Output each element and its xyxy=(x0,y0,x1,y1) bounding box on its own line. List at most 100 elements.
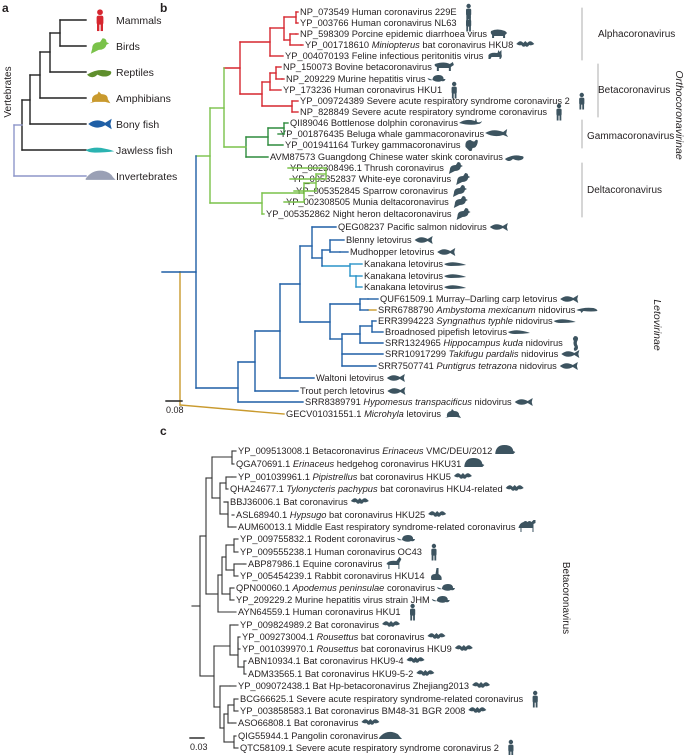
tip-icon-fish xyxy=(489,223,508,231)
tip-icon-bird xyxy=(456,208,471,220)
tip-icon-eel xyxy=(444,285,467,289)
tip-icon-whale xyxy=(485,129,509,137)
tip-label-b: Mudhopper letovirus xyxy=(350,247,435,257)
taxon-icon-0 xyxy=(96,9,104,32)
tip-icon-bat xyxy=(428,511,447,517)
taxon-label-5: Jawless fish xyxy=(116,145,173,157)
tip-icon-turkey xyxy=(465,139,478,151)
taxon-label-0: Mammals xyxy=(116,15,162,27)
tip-icon-fish xyxy=(559,362,578,370)
tip-label-b: YP_173236 Human coronavirus HKU1 xyxy=(283,85,442,95)
tip-icon-camel xyxy=(518,520,536,532)
tip-label-b: Waltoni letovirus xyxy=(316,373,384,383)
tip-icon-fish xyxy=(560,295,579,303)
tip-label-c: YP_001039961.1 Pipistrellus bat coronavi… xyxy=(238,472,451,482)
tip-label-b: QEG08237 Pacific salmon nidovirus xyxy=(338,222,487,232)
tip-label-c: QIG55944.1 Pangolin coronavirus xyxy=(238,731,378,741)
taxon-icon-6 xyxy=(85,170,116,180)
tip-icon-horse xyxy=(386,557,402,569)
tip-icon-fish xyxy=(514,398,533,406)
tip-label-b: YP_001941164 Turkey gammacoronavirus xyxy=(285,140,461,150)
beta-label: Betacoronavirus xyxy=(598,85,670,96)
tip-label-c: ABP87986.1 Equine coronavirus xyxy=(248,559,383,569)
tip-label-b: QII89046 Bottlenose dolphin coronavirus xyxy=(290,118,458,128)
tip-icon-eel xyxy=(553,319,576,323)
tip-icon-bat xyxy=(382,621,401,627)
tip-icon-mouse xyxy=(397,535,416,542)
alpha-label: Alphacoronavirus xyxy=(598,29,675,40)
tip-icon-human xyxy=(532,690,538,708)
tip-icon-rabbit xyxy=(431,568,442,580)
leto-label: Letovirinae xyxy=(651,299,663,351)
tip-label-c: AYN64559.1 Human coronavirus HKU1 xyxy=(238,607,401,617)
tip-label-b: NP_150073 Bovine betacoronavirus xyxy=(283,62,432,72)
tip-icon-bat xyxy=(516,41,535,47)
scale-label-b: 0.08 xyxy=(166,405,184,415)
delta-label: Deltacoronavirus xyxy=(587,185,662,196)
tip-label-c: QGA70691.1 Erinaceus hedgehog coronaviru… xyxy=(236,459,461,469)
tip-icon-bird xyxy=(453,196,468,208)
taxon-label-6: Invertebrates xyxy=(116,171,177,183)
tip-label-b: QUF61509.1 Murray–Darling carp letovirus xyxy=(380,294,558,304)
tip-label-b: YP_009724389 Severe acute respiratory sy… xyxy=(300,96,570,106)
taxon-label-1: Birds xyxy=(116,41,140,53)
tip-label-b: NP_828849 Severe acute respiratory syndr… xyxy=(300,107,547,117)
betacoronavirus-label-c: Betacoronavirus xyxy=(560,562,571,634)
panel-c-letter: c xyxy=(160,424,167,438)
ortho-label: Orthocoronavirinae xyxy=(673,70,685,159)
tip-icon-bat xyxy=(361,719,380,725)
tip-icon-bat xyxy=(505,485,524,491)
tip-label-c: YP_209229.2 Murine hepatitis virus strai… xyxy=(236,595,430,605)
tip-icon-pangolin xyxy=(379,731,403,739)
tip-icon-mouse xyxy=(431,596,450,603)
tip-icon-cat xyxy=(488,50,502,59)
tip-icon-frog xyxy=(445,409,462,418)
tip-icon-fish xyxy=(387,387,406,395)
tip-label-b: ERR3994223 Syngnathus typhle nidovirus xyxy=(378,316,553,326)
tip-label-b: YP_002308496.1 Thrush coronavirus xyxy=(290,163,444,173)
tip-icon-fish xyxy=(414,236,433,244)
tip-icon-bird xyxy=(452,185,467,197)
tip-icon-bat xyxy=(453,473,472,479)
tip-icon-eel xyxy=(507,330,530,334)
taxon-icon-3 xyxy=(89,91,111,104)
tip-label-b: NP_209229 Murine hepatitis virus xyxy=(286,74,426,84)
tip-icon-human xyxy=(431,543,437,561)
tip-icon-seahorse xyxy=(572,336,578,351)
scale-label-c: 0.03 xyxy=(190,742,208,752)
tip-label-c: QTC58109.1 Severe acute respiratory synd… xyxy=(240,743,499,753)
tip-label-c: YP_009755832.1 Rodent coronavirus xyxy=(240,534,395,544)
tip-label-c: YP_009555238.1 Human coronavirus OC43 xyxy=(240,547,422,557)
tip-label-c: YP_009824989.2 Bat coronavirus xyxy=(240,620,379,630)
tip-icon-human xyxy=(579,92,585,110)
tip-label-b: Trout perch letovirus xyxy=(300,386,385,396)
tip-icon-bat xyxy=(468,707,487,713)
tip-icon-salamander xyxy=(576,307,598,313)
tip-label-b: SRR1324965 Hippocampus kuda nidovirus xyxy=(385,338,563,348)
tip-icon-mouse xyxy=(437,584,455,591)
tip-label-c: BBJ36006.1 Bat coronavirus xyxy=(230,497,348,507)
taxon-icon-4 xyxy=(88,118,112,130)
taxon-icon-5 xyxy=(85,147,115,153)
tip-icon-mouse xyxy=(427,75,446,82)
tip-label-c: BCG66625.1 Severe acute respiratory synd… xyxy=(240,694,524,704)
tip-label-b: Broadnosed pipefish letovirus xyxy=(385,327,507,337)
tip-label-b: GECV01031551.1 Microhyla letovirus xyxy=(286,409,441,419)
tip-label-b: SRR7507741 Puntigrus tetrazona nidovirus xyxy=(378,361,557,371)
tip-icon-fish xyxy=(561,350,580,358)
tip-label-b: SRR6788790 Ambystoma mexicanum nidovirus xyxy=(378,305,576,315)
branch xyxy=(179,404,285,415)
tip-label-b: AVM87573 Guangdong Chinese water skink c… xyxy=(270,152,503,162)
tip-icon-cow xyxy=(434,62,454,71)
tip-label-c: ADM33565.1 Bat coronavirus HKU9-5-2 xyxy=(248,669,413,679)
tip-label-b: Kanakana letovirus xyxy=(364,271,443,281)
tip-label-b: NP_598309 Porcine epidemic diarrhoea vir… xyxy=(300,29,487,39)
tip-icon-dolphin xyxy=(458,118,482,125)
tip-label-c: ASO66808.1 Bat coronavirus xyxy=(238,718,359,728)
tip-label-c: YP_009513008.1 Betacoronavirus Erinaceus… xyxy=(238,446,492,456)
tip-icon-bat xyxy=(406,657,425,663)
taxon-label-3: Amphibians xyxy=(116,93,171,105)
tip-label-c: QHA24677.1 Tylonycteris pachypus bat cor… xyxy=(230,484,503,494)
taxon-icon-2 xyxy=(87,69,112,78)
